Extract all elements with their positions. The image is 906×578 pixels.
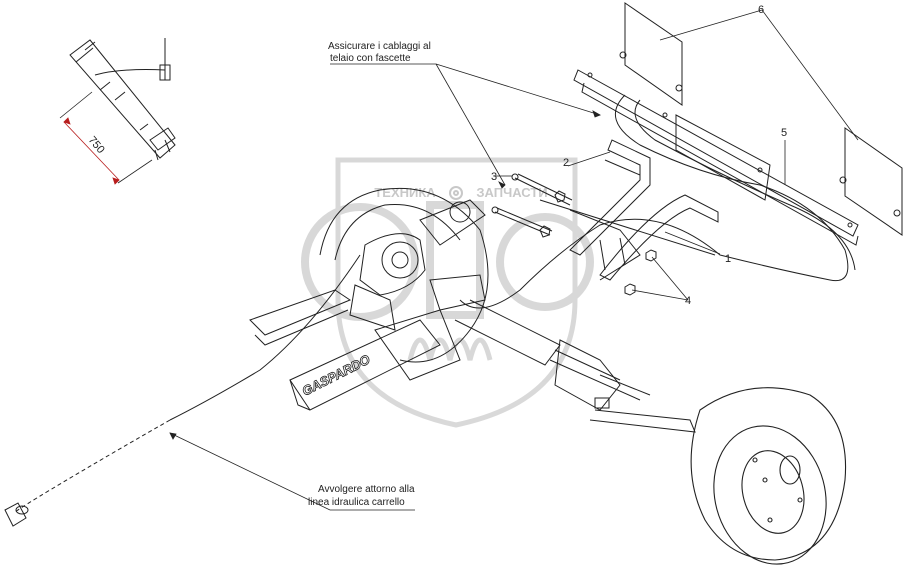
inset-detail (69, 38, 176, 161)
plate-lower (839, 127, 903, 236)
wheel-rim (741, 450, 805, 534)
note-top-line1: Assicurare i cablaggi al (328, 41, 431, 52)
rear-arm (549, 339, 696, 433)
nuts (624, 249, 657, 296)
watermark-right-text: ЗАПЧАСТИ (476, 185, 547, 200)
watermark-gear-icon (449, 186, 463, 200)
plug-connector (4, 502, 27, 527)
watermark-letter-p (496, 213, 594, 311)
note-top-line2: telaio con fascette (330, 53, 411, 64)
inset-cable (94, 69, 166, 76)
inset-clip-icon (159, 64, 171, 81)
callout-5: 5 (781, 127, 787, 139)
mudflap (675, 114, 771, 201)
watermark-letter-z (301, 203, 419, 321)
inset-frame-tube (69, 39, 176, 159)
hitch-assembly (349, 199, 486, 381)
watermark-wheat (407, 337, 493, 361)
chassis-beam (249, 289, 561, 411)
callout-3: 3 (491, 171, 497, 183)
dashed-cable (14, 419, 171, 513)
callout-2: 2 (563, 157, 569, 169)
watermark (301, 157, 594, 428)
note-bottom-line2: linea idraulica carrello (308, 497, 405, 508)
rear-wheel (319, 187, 489, 363)
bracket-frame (539, 139, 719, 281)
plate-upper (619, 2, 683, 106)
light-bar (573, 69, 859, 246)
inset-dimension (59, 91, 153, 185)
cables (4, 94, 856, 527)
note-bottom-line1: Avvolgere attorno alla (318, 484, 415, 495)
leader-lines (169, 9, 859, 511)
watermark-letter-i (426, 201, 484, 319)
bolts (491, 173, 573, 238)
front-wheel (690, 387, 847, 565)
callout-4: 4 (685, 295, 691, 307)
callout-6: 6 (758, 4, 764, 16)
dimension-label: 750 (86, 134, 107, 156)
watermark-shield (335, 157, 578, 428)
callout-1: 1 (725, 253, 731, 265)
